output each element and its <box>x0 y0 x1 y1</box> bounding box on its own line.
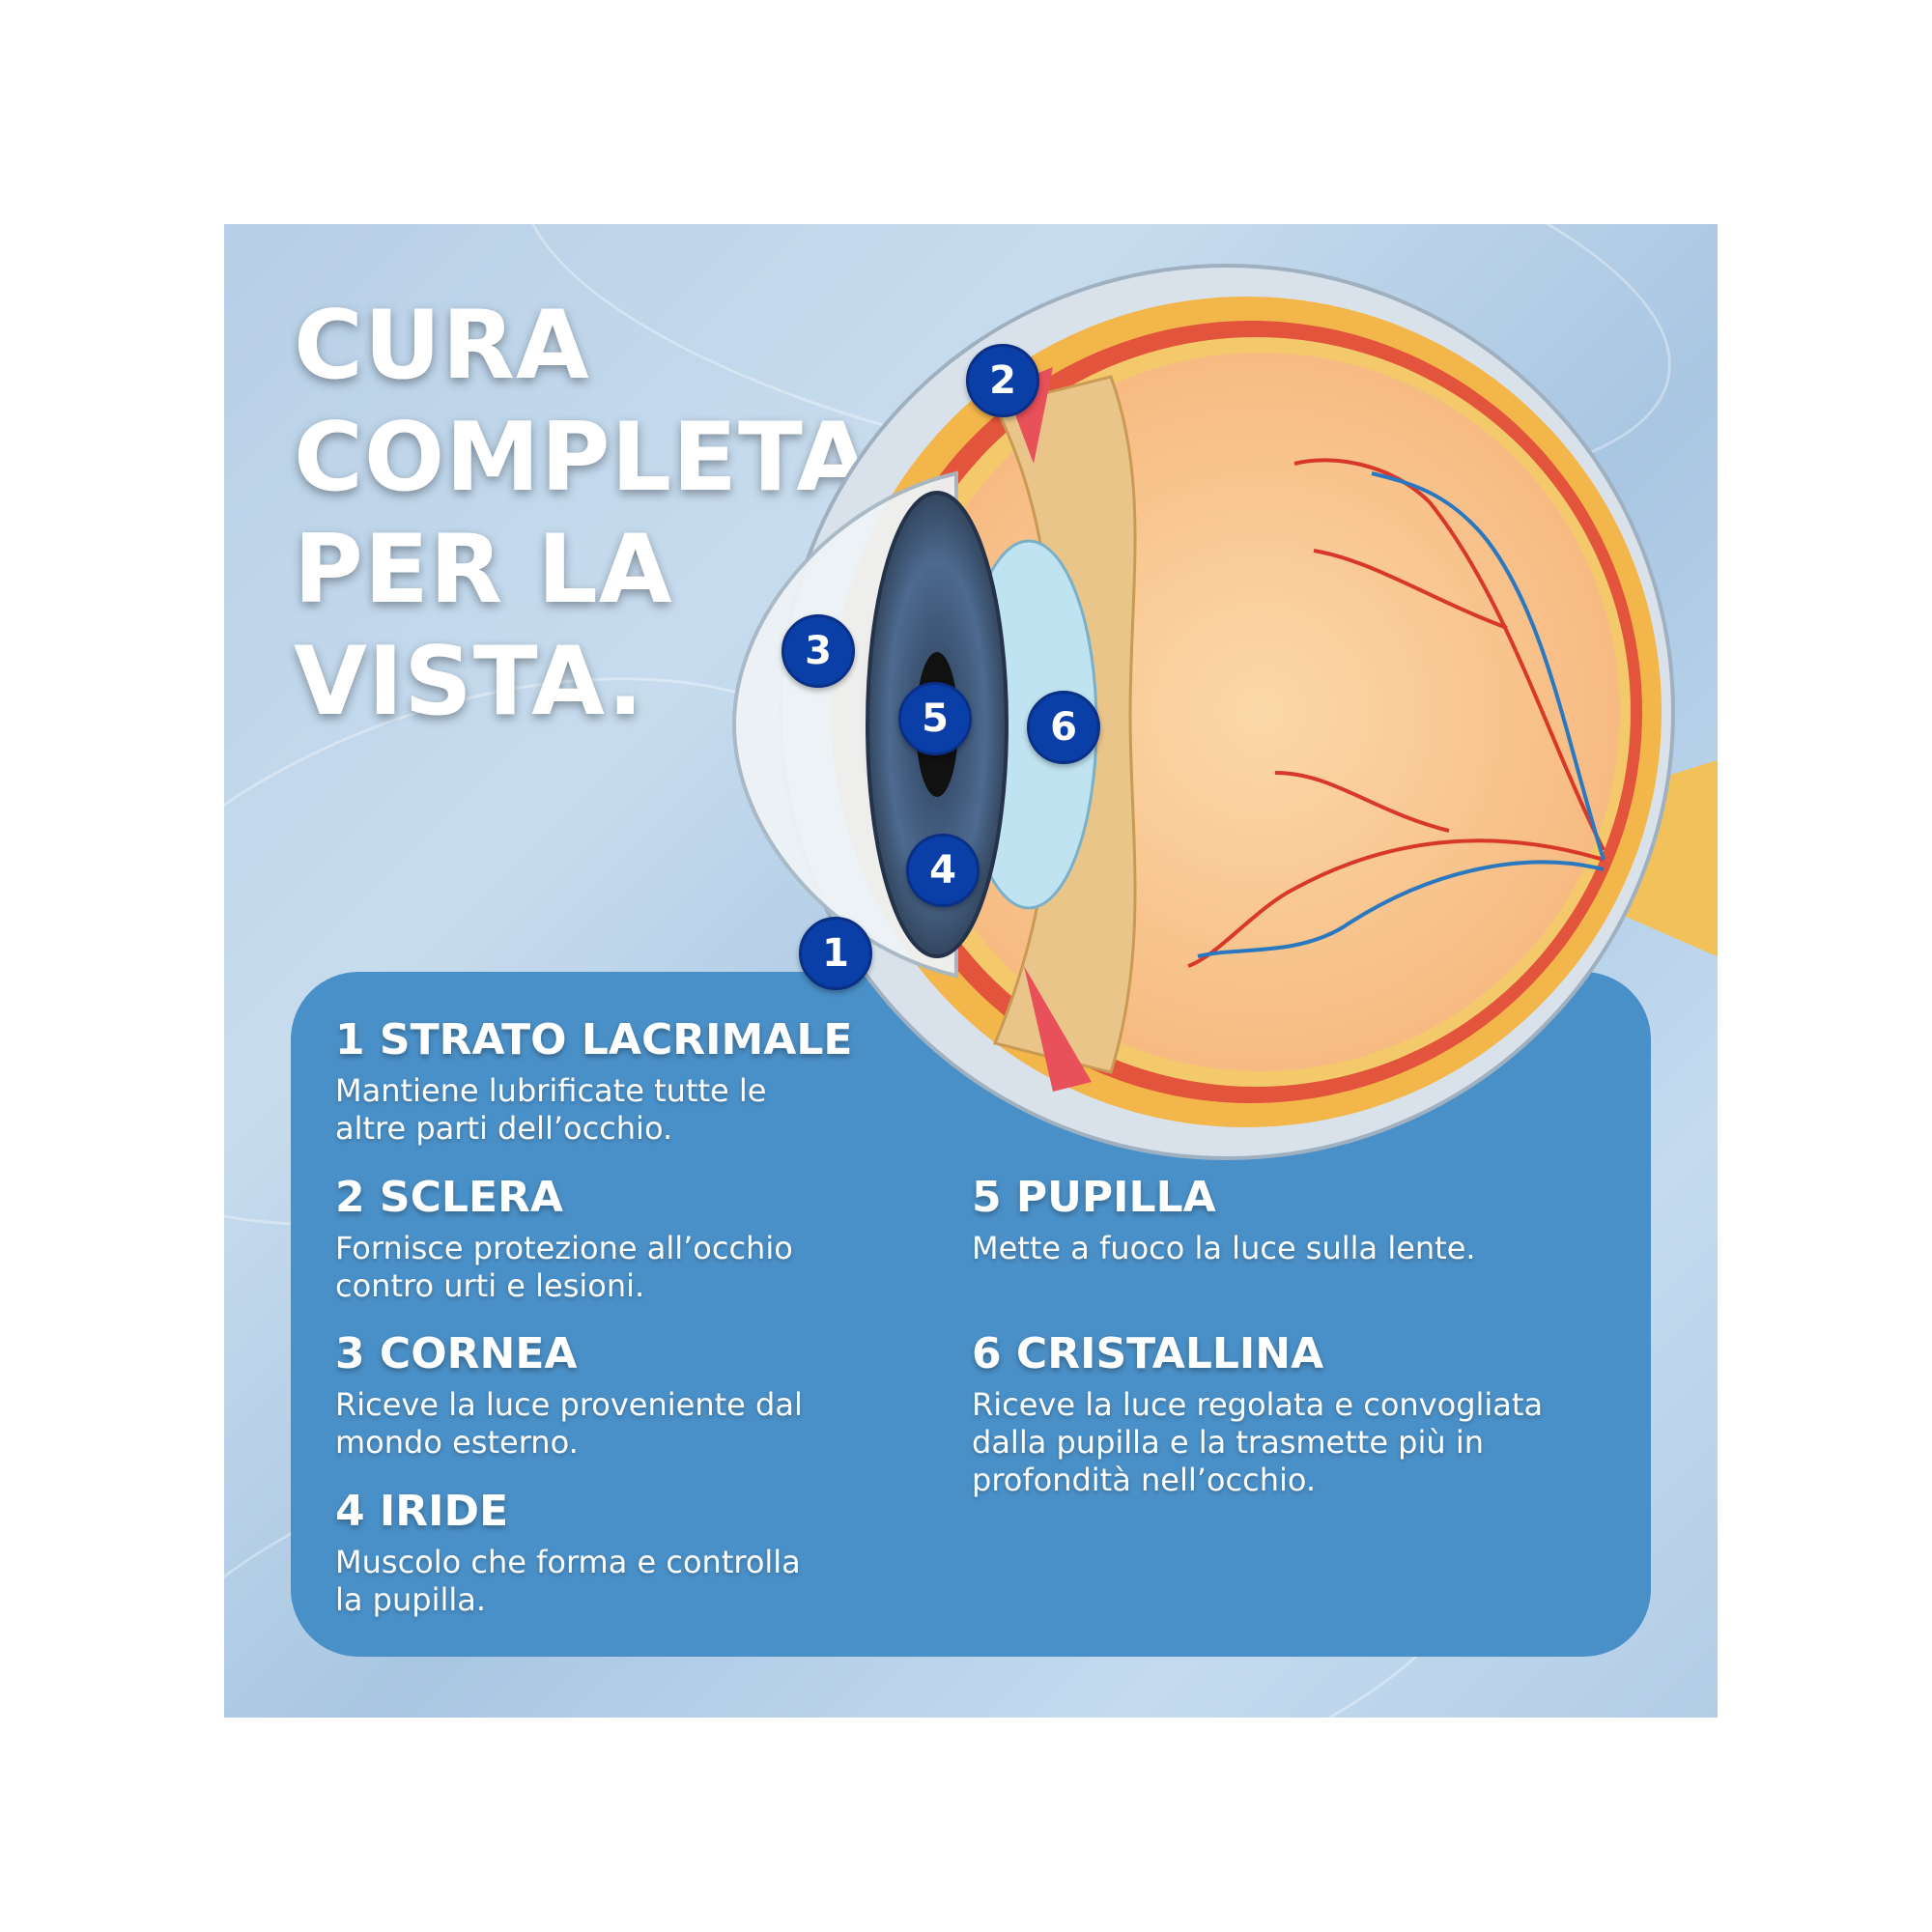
item-heading: 6 CRISTALLINA <box>972 1329 1324 1378</box>
title-line: PER LA <box>294 515 673 625</box>
title-line: VISTA. <box>294 627 645 737</box>
badge-4: 4 <box>906 834 980 907</box>
badge-5: 5 <box>898 682 972 755</box>
item-strato-lacrimale: 1 STRATO LACRIMALE Mantiene lubrificate … <box>335 1014 852 1148</box>
badge-2: 2 <box>966 344 1039 417</box>
item-heading: 1 STRATO LACRIMALE <box>335 1015 853 1065</box>
item-pupilla: 5 PUPILLA Mette a fuoco la luce sulla le… <box>972 1172 1476 1267</box>
item-heading: 5 PUPILLA <box>972 1173 1216 1222</box>
badge-1: 1 <box>799 917 872 990</box>
item-heading: 3 CORNEA <box>335 1329 578 1378</box>
veins <box>1197 471 1605 958</box>
title-line: CURA <box>294 291 590 401</box>
badge-6: 6 <box>1027 691 1100 764</box>
title-line: COMPLETA <box>294 403 871 513</box>
item-description: Mette a fuoco la luce sulla lente. <box>972 1230 1476 1266</box>
item-heading: 2 SCLERA <box>335 1173 563 1222</box>
item-heading: 4 IRIDE <box>335 1487 509 1536</box>
blood-vessels <box>1187 458 1605 968</box>
item-cristallina: 6 CRISTALLINA Riceve la luce regolata e … <box>972 1328 1543 1499</box>
badge-3: 3 <box>781 614 855 688</box>
sclera-marker-bottom <box>1024 966 1092 1092</box>
page-title: CURA COMPLETA PER LA VISTA. <box>294 290 870 738</box>
